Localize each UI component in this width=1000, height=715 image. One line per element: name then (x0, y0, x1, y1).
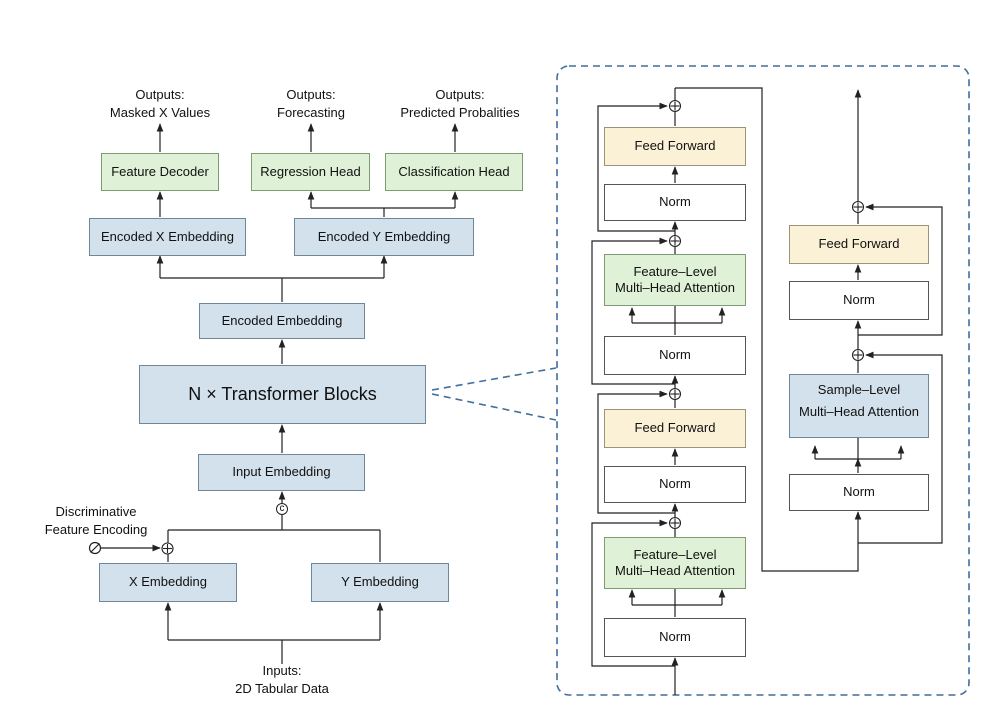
feature-attention-box-2: Feature–Level Multi–Head Attention (604, 537, 746, 589)
feature-attention-2-line2: Multi–Head Attention (615, 563, 735, 578)
x-embedding-box: X Embedding (99, 563, 237, 602)
input-embedding-box: Input Embedding (198, 454, 365, 491)
encoded-y-embedding-box: Encoded Y Embedding (294, 218, 474, 256)
output-label-masked: Outputs: Masked X Values (100, 86, 220, 121)
transformer-blocks-box: N × Transformer Blocks (139, 365, 426, 424)
concat-icon: c (276, 503, 288, 515)
inputs-label: Inputs: 2D Tabular Data (212, 662, 352, 697)
inputs-line2: 2D Tabular Data (235, 680, 329, 696)
classification-head-box: Classification Head (385, 153, 523, 191)
output-forecast-line1: Outputs: (286, 87, 336, 102)
inputs-line1: Inputs: (262, 663, 302, 678)
norm-box-5: Norm (789, 281, 929, 320)
y-embedding-box: Y Embedding (311, 563, 449, 602)
feature-attention-2-line1: Feature–Level (633, 546, 717, 562)
sample-attention-box: Sample–Level Multi–Head Attention (789, 374, 929, 438)
feed-forward-box-2: Feed Forward (604, 409, 746, 448)
output-label-predicted: Outputs: Predicted Probalities (385, 86, 535, 121)
feature-decoder-box: Feature Decoder (101, 153, 219, 191)
transformer-block-detail-frame (556, 65, 970, 696)
output-masked-line1: Outputs: (135, 87, 185, 102)
regression-head-box: Regression Head (251, 153, 370, 191)
discriminative-line1: Discriminative (55, 504, 137, 519)
norm-box-1: Norm (604, 184, 746, 221)
output-label-forecast: Outputs: Forecasting (251, 86, 371, 121)
output-forecast-line2: Forecasting (277, 104, 345, 120)
zoom-line-upper (431, 367, 557, 391)
add-icon-left (161, 542, 174, 555)
feature-attention-box-1: Feature–Level Multi–Head Attention (604, 254, 746, 306)
norm-box-3: Norm (604, 466, 746, 503)
discriminative-label: Discriminative Feature Encoding (34, 503, 158, 538)
discriminative-line2: Feature Encoding (44, 521, 148, 537)
norm-box-2: Norm (604, 336, 746, 375)
zoom-line-lower (431, 393, 557, 421)
output-masked-line2: Masked X Values (109, 104, 211, 120)
encoded-embedding-box: Encoded Embedding (199, 303, 365, 339)
encoded-x-embedding-box: Encoded X Embedding (89, 218, 246, 256)
feature-attention-1-line1: Feature–Level (633, 263, 717, 279)
feed-forward-box-3: Feed Forward (789, 225, 929, 264)
output-predicted-line2: Predicted Probalities (400, 104, 520, 120)
norm-box-6: Norm (789, 474, 929, 511)
norm-box-4: Norm (604, 618, 746, 657)
feed-forward-box-1: Feed Forward (604, 127, 746, 166)
empty-set-icon (88, 541, 102, 555)
sample-attention-line2: Multi–Head Attention (799, 404, 919, 419)
sample-attention-line1: Sample–Level (817, 381, 901, 397)
output-predicted-line1: Outputs: (435, 87, 485, 102)
feature-attention-1-line2: Multi–Head Attention (615, 280, 735, 295)
